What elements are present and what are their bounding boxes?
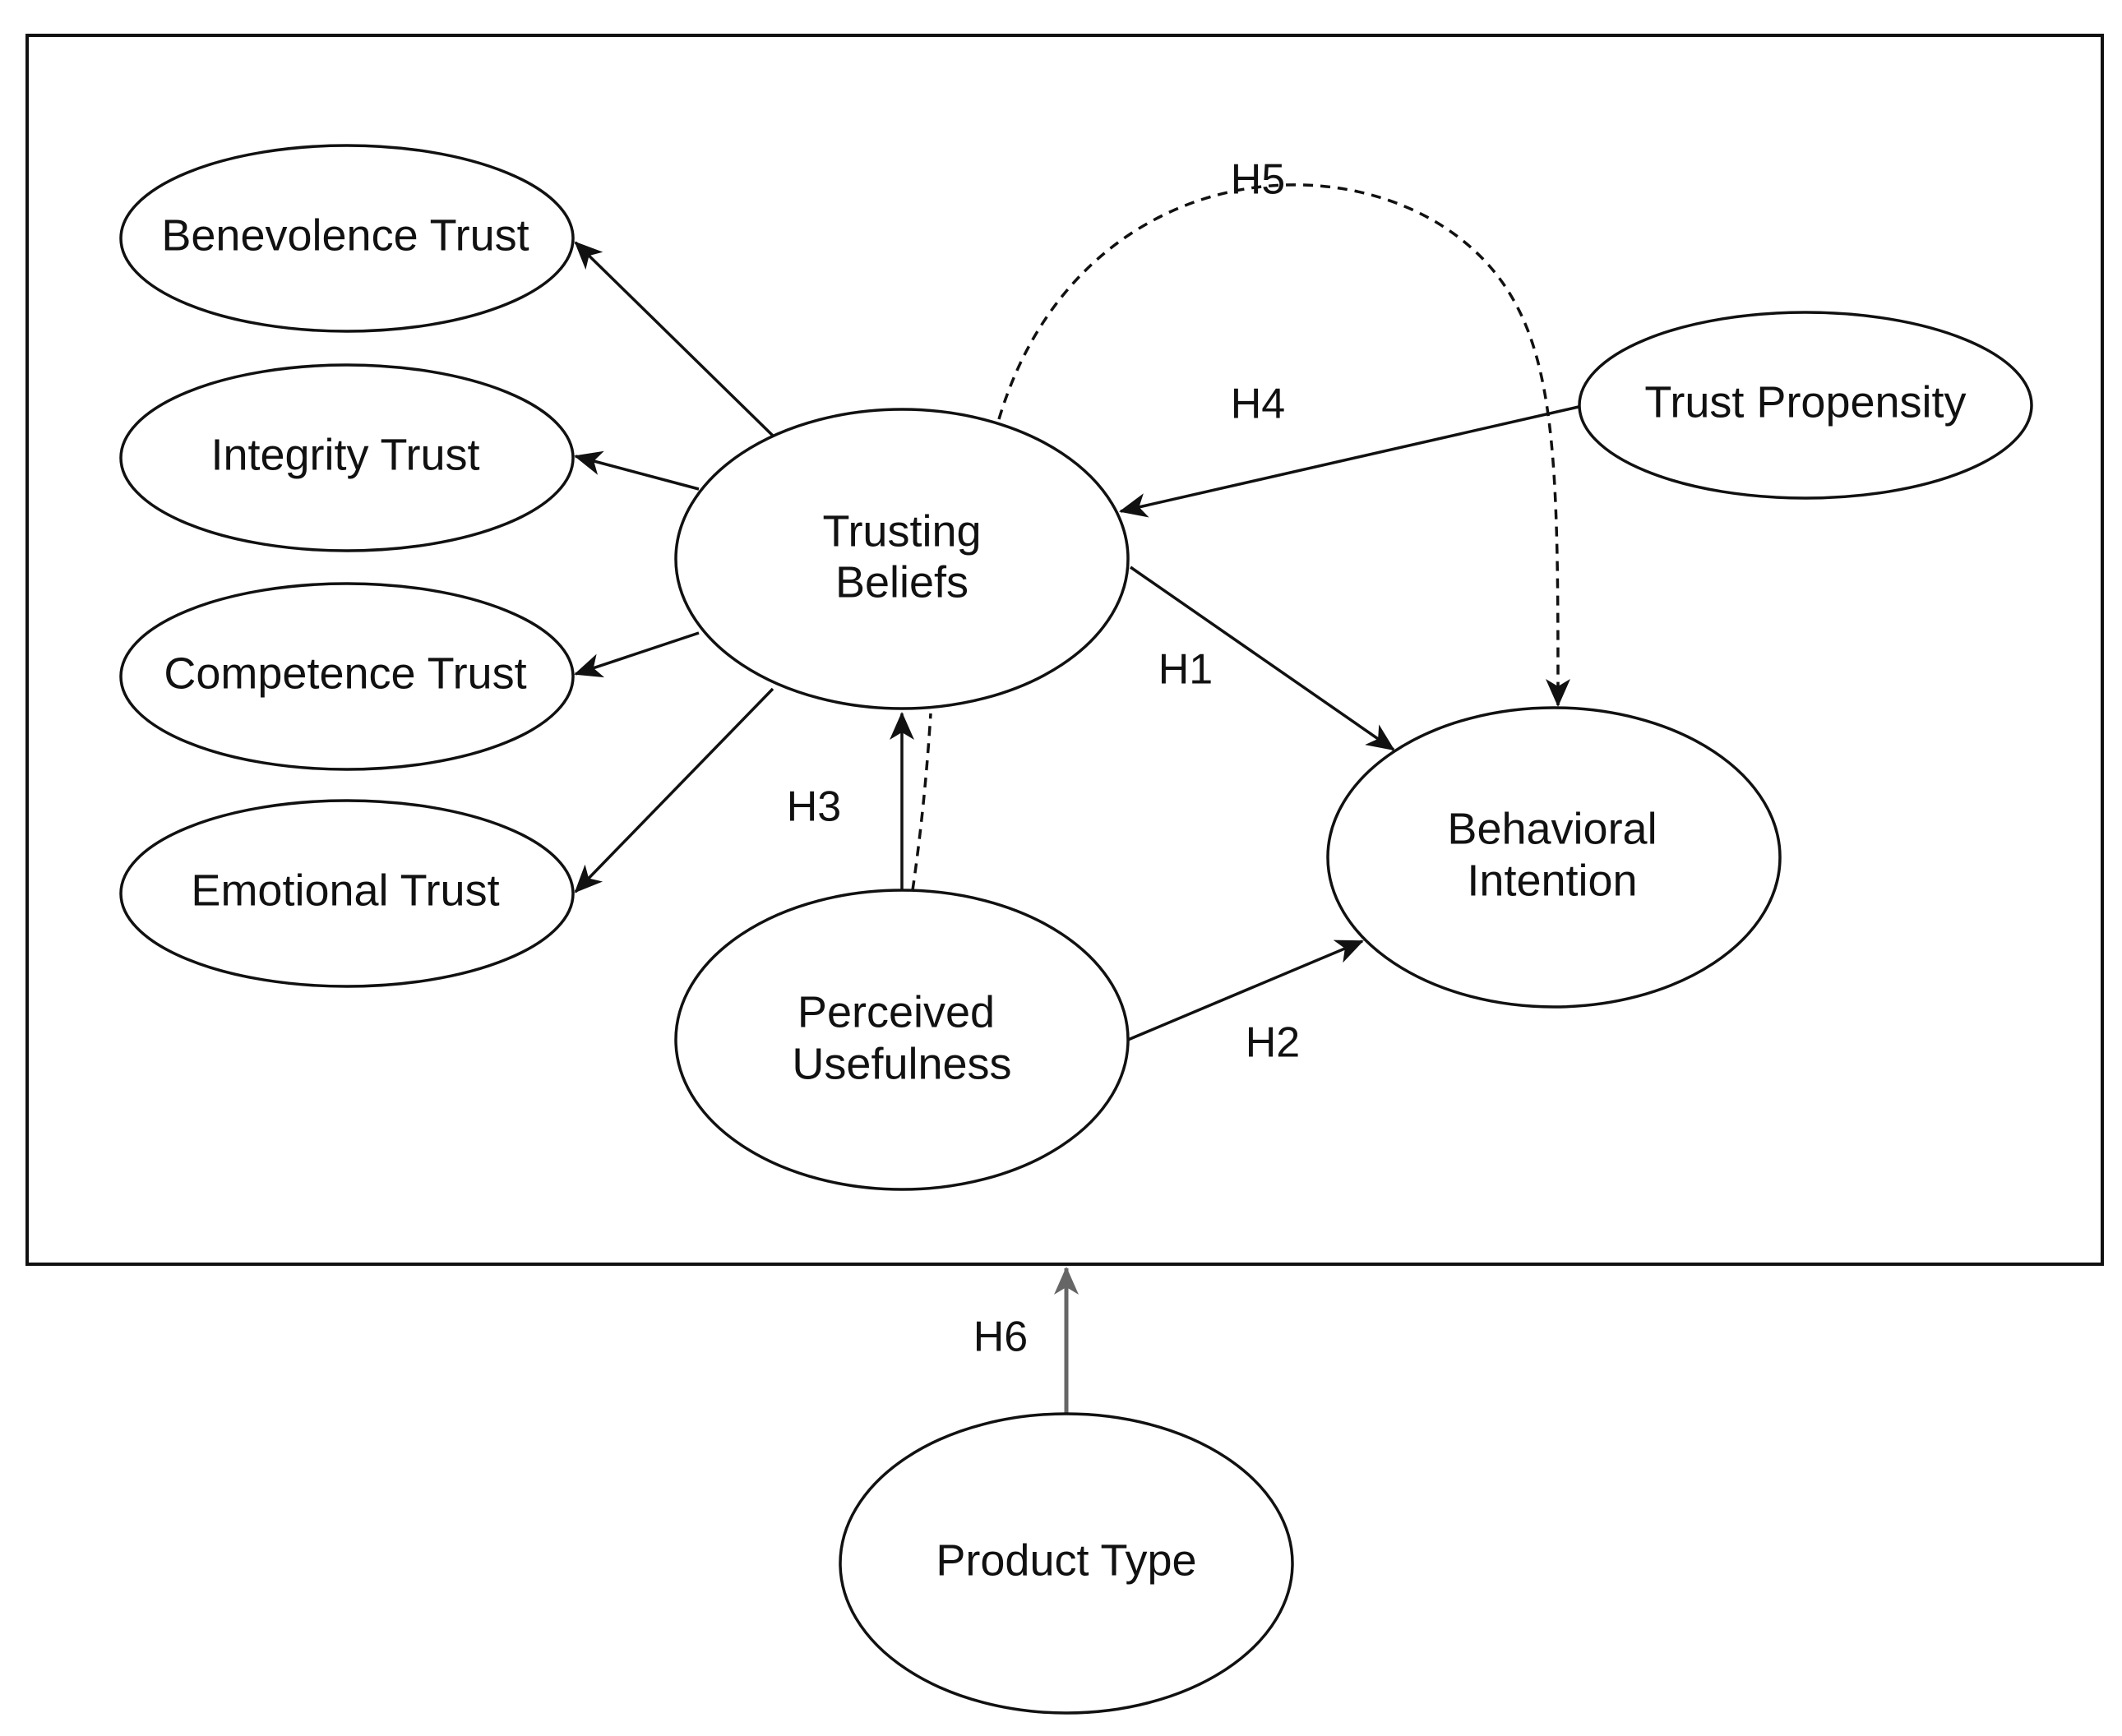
node-label: Product Type (936, 1535, 1196, 1585)
edge-trusting-to-benevolence (574, 241, 774, 437)
edge-trusting-to-emotional (574, 687, 774, 893)
edge-trusting-to-integrity (574, 450, 700, 491)
node-benevolence-trust: Benevolence Trust (119, 144, 575, 333)
node-trust-propensity: Trust Propensity (1578, 311, 2033, 500)
hypothesis-label-h2: H2 (1246, 1019, 1300, 1067)
edge-h2-usefulness-to-intention (1127, 940, 1364, 1041)
hypothesis-label-h3: H3 (787, 783, 841, 831)
model-boundary (25, 34, 2104, 1266)
node-label-line2: Beliefs (835, 557, 969, 607)
node-competence-trust: Competence Trust (119, 582, 575, 771)
node-label: Trust Propensity (1644, 377, 1966, 427)
node-label: Competence Trust (164, 649, 526, 698)
node-perceived-usefulness: Perceived Usefulness (674, 889, 1130, 1191)
edge-h4-propensity-to-trusting (1119, 405, 1579, 518)
node-label-line2: Usefulness (792, 1039, 1011, 1088)
hypothesis-label-h4: H4 (1231, 381, 1285, 428)
node-integrity-trust: Integrity Trust (119, 363, 575, 552)
node-label-line1: Trusting (822, 506, 981, 556)
node-behavioral-intention: Behavioral Intention (1326, 706, 1782, 1009)
node-trusting-beliefs: Trusting Beliefs (674, 408, 1130, 710)
node-label-line1: Behavioral (1447, 804, 1657, 853)
node-product-type: Product Type (839, 1412, 1294, 1715)
edge-h3-dashed-mediation (911, 713, 932, 891)
node-label: Benevolence Trust (161, 210, 529, 260)
node-emotional-trust: Emotional Trust (119, 799, 575, 988)
edge-h1-trusting-to-intention (1130, 566, 1395, 751)
hypothesis-label-h6: H6 (973, 1314, 1028, 1361)
node-label-line1: Perceived (797, 987, 995, 1037)
hypothesis-label-h1: H1 (1158, 646, 1213, 694)
node-label: Integrity Trust (210, 430, 479, 479)
edge-h5-dashed-moderation (997, 183, 1570, 707)
node-label: Emotional Trust (191, 866, 499, 915)
node-label-line2: Intention (1467, 856, 1637, 905)
edge-trusting-to-competence (574, 631, 700, 678)
hypothesis-label-h5: H5 (1231, 156, 1285, 204)
